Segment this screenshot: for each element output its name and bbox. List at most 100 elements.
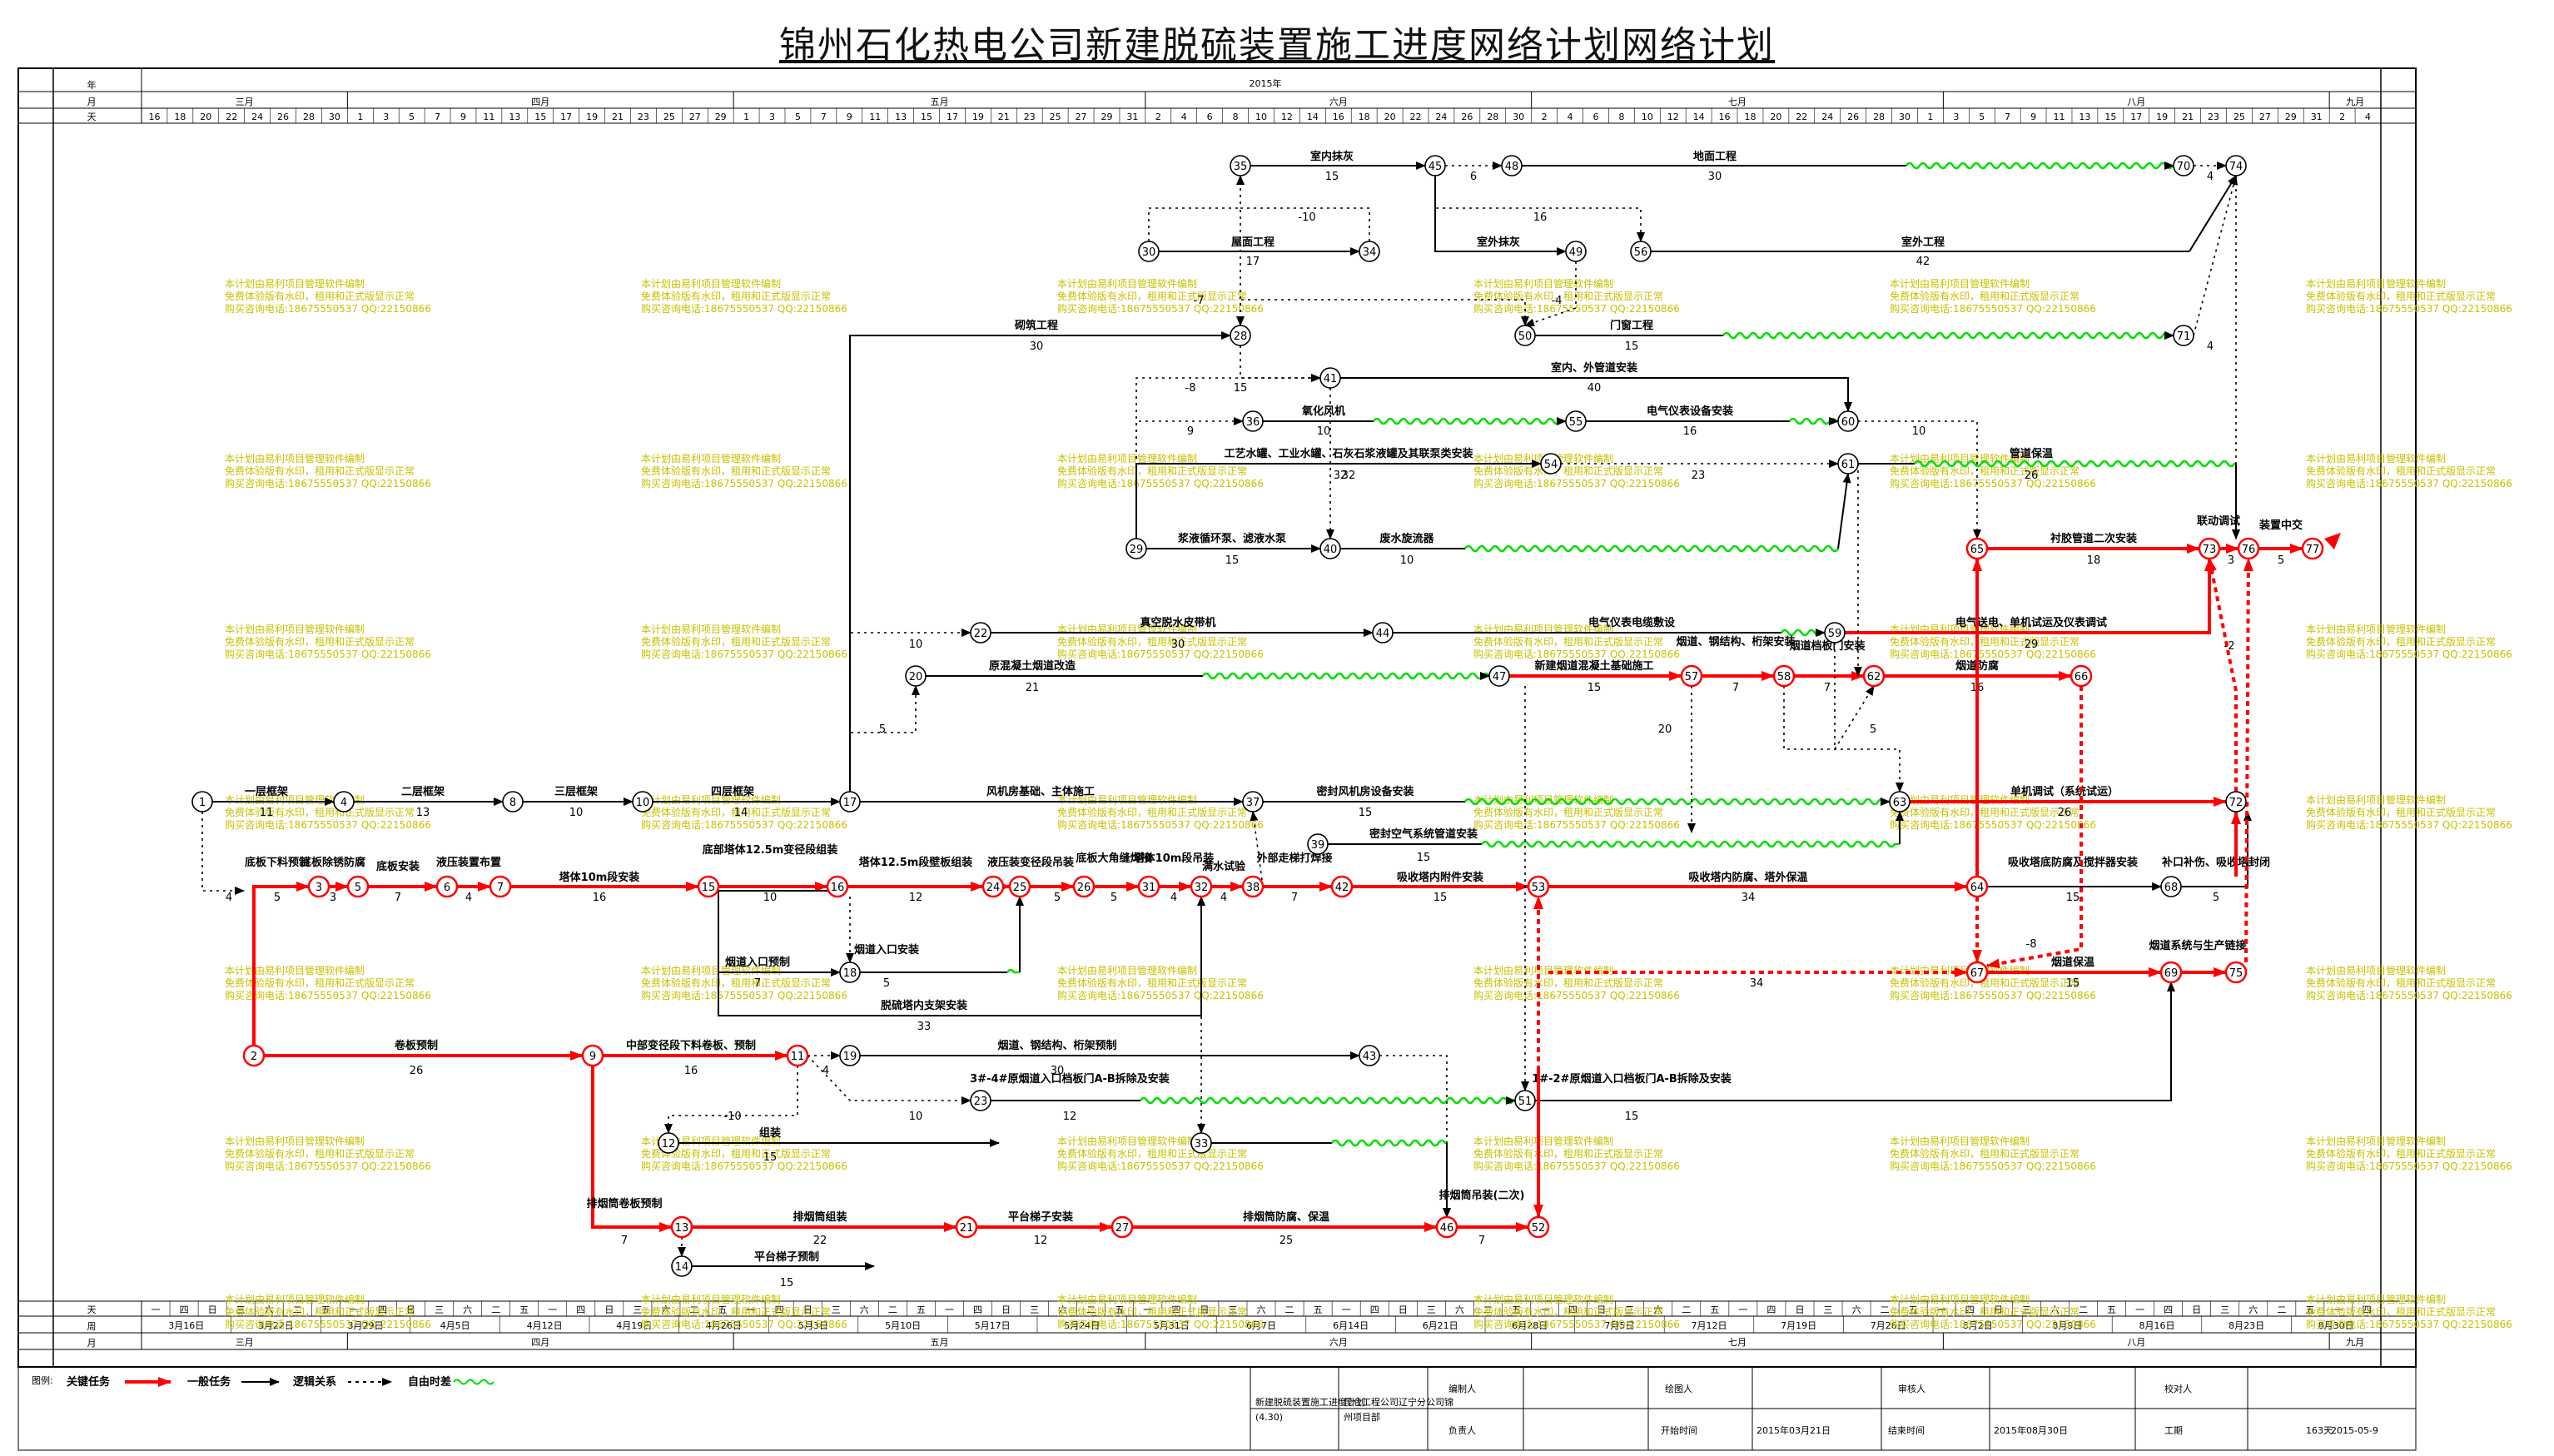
event-node-number: 51: [1518, 1096, 1533, 1108]
day-label: 23: [638, 112, 649, 122]
event-node: 74: [2225, 155, 2247, 176]
activity-duration: 5: [1054, 892, 1061, 904]
weekday-label: 日: [208, 1304, 217, 1315]
event-node-circle: [1072, 875, 1096, 898]
day-label: 4: [1181, 112, 1187, 122]
watermark-text: 免费体验版有水印，租用和正式版显示正常: [1473, 1147, 1663, 1160]
watermark-text: 免费体验版有水印，租用和正式版显示正常: [641, 1147, 831, 1160]
activity-duration: 12: [1063, 1111, 1077, 1123]
watermark-text: 购买咨询电话:18675550537 QQ:22150866: [1890, 477, 2096, 489]
event-node-circle: [1190, 1132, 1212, 1154]
day-label: 11: [483, 112, 494, 122]
weekday-label: 五: [718, 1304, 728, 1315]
activity-duration: 26: [2025, 470, 2039, 482]
activity-duration: 12: [909, 892, 923, 904]
event-node-number: 18: [843, 967, 857, 980]
event-node-number: 59: [1828, 628, 1842, 640]
watermark-text: 购买咨询电话:18675550537 QQ:22150866: [1473, 989, 1680, 1001]
legend-logic-label: 逻辑关系: [293, 1375, 336, 1389]
day-label: 4: [2365, 112, 2371, 122]
watermark-text: 购买咨询电话:18675550537 QQ:22150866: [1473, 477, 1680, 489]
event-node: 25: [1008, 875, 1031, 898]
watermark-text: 购买咨询电话:18675550537 QQ:22150866: [2306, 302, 2512, 315]
weekday-label: 五: [1115, 1304, 1124, 1315]
weekday-label: 二: [2079, 1304, 2088, 1315]
weekday-label: 四: [1766, 1304, 1776, 1315]
weekday-label: 三: [1625, 1304, 1634, 1315]
timeline-footer: 天周月一四日三六二五一四日三六二五一四日三六二五一四日三六二五一四日三六二五一四…: [18, 1300, 2416, 1350]
event-node: 4: [333, 791, 355, 812]
activity-duration: 10: [1912, 425, 1926, 438]
day-label: 10: [1255, 112, 1267, 122]
event-node-number: 35: [1234, 161, 1248, 173]
footer-row-label: 天: [87, 1304, 97, 1315]
free-float-wave: [1722, 331, 2174, 340]
activity-label: 塔体10m段吊装: [1134, 852, 1215, 865]
event-node-number: 4: [340, 797, 347, 809]
activity-label: 烟道系统与生产链接: [2149, 939, 2246, 952]
activity-duration: 15: [2066, 892, 2080, 904]
watermark-text: 本计划由易利项目管理软件编制: [641, 1293, 781, 1305]
watermark-text: 本计划由易利项目管理软件编制: [1890, 277, 2030, 290]
month-label: 四月: [531, 97, 549, 107]
activity-arrow: [1783, 686, 1904, 793]
week-label: 7月26日: [1871, 1320, 1906, 1331]
week-label: 7月5日: [1604, 1320, 1634, 1331]
free-float-wave: [1480, 840, 1900, 848]
event-node-number: 69: [2164, 967, 2179, 980]
watermark-text: 购买咨询电话:18675550537 QQ:22150866: [641, 989, 847, 1001]
activity-label: 装置中交: [2258, 519, 2303, 532]
weekday-label: 一: [747, 1304, 756, 1315]
watermark-text: 本计划由易利项目管理软件编制: [1890, 452, 2030, 465]
watermark-text: 本计划由易利项目管理软件编制: [1057, 1293, 1197, 1305]
event-node: 12: [658, 1132, 679, 1154]
watermark-text: 购买咨询电话:18675550537 QQ:22150866: [641, 818, 847, 831]
activity-label: 烟道、钢结构、桁架预制: [997, 1039, 1116, 1052]
event-node-number: 62: [1867, 671, 1881, 683]
event-node-circle: [1319, 367, 1341, 389]
activity-duration: 4: [226, 892, 232, 904]
activity-label: 真空脱水皮带机: [1140, 616, 1215, 629]
activity-duration: 5: [1111, 892, 1117, 904]
event-node-number: 50: [1518, 330, 1533, 343]
event-node-number: 70: [2177, 161, 2191, 173]
day-label: 5: [795, 112, 801, 122]
activity-arrow: [849, 685, 920, 792]
watermark-text: 本计划由易利项目管理软件编制: [1890, 1135, 2030, 1147]
day-label: 15: [534, 112, 546, 122]
day-label: 24: [1821, 112, 1833, 122]
watermark-text: 本计划由易利项目管理软件编制: [1057, 964, 1197, 976]
day-label: 30: [1513, 112, 1524, 122]
event-node: 43: [1359, 1045, 1380, 1066]
event-node-number: 2: [251, 1051, 257, 1063]
event-node-number: 33: [1195, 1138, 1209, 1150]
weekday-label: 四: [1171, 1304, 1180, 1315]
legend: 图例: 关键任务 一般任务 逻辑关系 自由时差: [17, 1366, 1251, 1451]
weekday-label: 三: [1427, 1304, 1436, 1315]
weekday-label: 日: [604, 1304, 614, 1315]
weekday-label: 三: [236, 1304, 246, 1315]
day-label: 12: [1281, 112, 1293, 122]
event-node-number: 67: [1970, 967, 1985, 980]
footer-month-label: 七月: [1728, 1337, 1747, 1348]
day-label: 9: [847, 112, 852, 122]
activity-duration: 15: [780, 1277, 794, 1290]
event-node-number: 12: [662, 1138, 676, 1150]
watermark-text: 免费体验版有水印，租用和正式版显示正常: [2306, 806, 2496, 818]
day-label: 20: [1384, 112, 1396, 122]
legend-title: 图例:: [32, 1374, 53, 1386]
event-node-circle: [1230, 325, 1251, 346]
watermark-text: 购买咨询电话:18675550537 QQ:22150866: [1473, 818, 1680, 831]
day-label: 24: [251, 112, 263, 122]
activity-label: 废水旋流器: [1379, 532, 1434, 545]
weekday-label: 二: [2277, 1304, 2286, 1315]
activity-duration: 4: [1220, 892, 1227, 904]
event-node-number: 42: [1335, 882, 1349, 894]
activity-duration: 30: [1171, 639, 1185, 651]
event-node: 41: [1319, 367, 1341, 389]
event-node-circle: [1680, 664, 1703, 688]
activity-duration: 15: [1234, 382, 1248, 395]
event-node-number: 36: [1246, 416, 1260, 429]
watermark-text: 本计划由易利项目管理软件编制: [641, 623, 781, 635]
